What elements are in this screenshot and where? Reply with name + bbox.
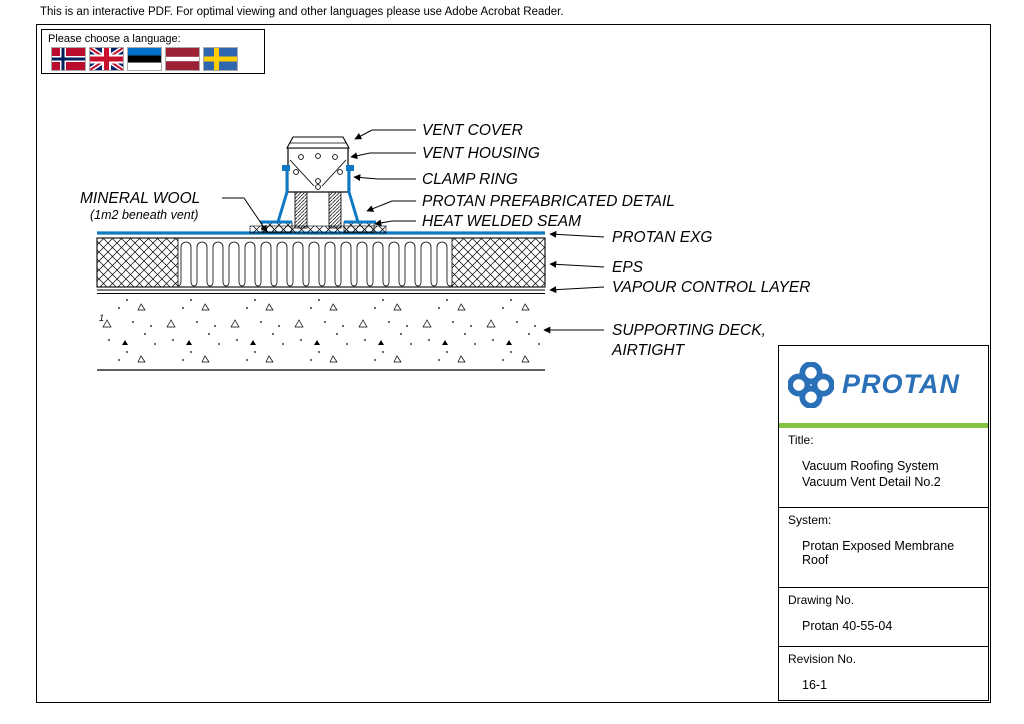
vent-assembly	[249, 136, 387, 234]
flag-row	[51, 47, 258, 71]
title-block: PROTAN Title: Vacuum Roofing System Vacu…	[778, 345, 989, 701]
estonia-flag-icon[interactable]	[127, 47, 162, 71]
vent-cover-leader	[354, 129, 416, 140]
latvia-flag-icon[interactable]	[165, 47, 200, 71]
page-frame	[36, 24, 991, 703]
language-chooser: Please choose a language:	[41, 29, 265, 74]
title-line1: Vacuum Roofing System	[802, 459, 939, 473]
language-prompt: Please choose a language:	[48, 33, 181, 45]
vent-housing-fasteners	[293, 153, 343, 184]
revision-label: Revision No.	[788, 652, 857, 666]
vent-cover-shape	[286, 136, 350, 149]
vent-funnel-lines	[289, 159, 347, 187]
drawing-labels: VENT COVER VENT HOUSING CLAMP RING PROTA…	[80, 122, 810, 359]
vapour-control-layer-lines	[97, 289, 545, 294]
label-clamp-ring: CLAMP RING	[422, 171, 518, 188]
revision-value: 16-1	[802, 678, 828, 692]
brand-name: PROTAN	[842, 369, 960, 399]
label-heat-welded-seam: HEAT WELDED SEAM	[422, 213, 581, 230]
clamp-ring-leader	[353, 174, 416, 182]
prefab-detail-leader	[366, 200, 416, 212]
drawing-no-label: Drawing No.	[788, 593, 855, 607]
mineral-wool-strip	[249, 225, 387, 234]
protan-logo-icon	[788, 361, 834, 408]
vent-leg-left	[294, 191, 308, 229]
system-value: Protan Exposed Membrane Roof	[802, 539, 955, 567]
clamp-ring-left	[282, 165, 290, 171]
norway-flag-icon[interactable]	[51, 47, 86, 71]
mineral-wool-right-block	[451, 237, 546, 288]
heat-welded-seam-leader	[374, 219, 416, 227]
title-label: Title:	[788, 433, 814, 447]
supporting-deck	[97, 296, 545, 368]
leader-lines	[222, 129, 605, 334]
revision-section: Revision No. 16-1	[779, 647, 988, 701]
roof-layers: 1	[96, 231, 546, 371]
eps-leader	[549, 260, 605, 268]
label-vapour-control-layer: VAPOUR CONTROL LAYER	[612, 279, 810, 296]
label-supporting-deck-1: SUPPORTING DECK,	[612, 322, 766, 339]
vapour-control-leader	[549, 286, 605, 294]
title-line2: Vacuum Vent Detail No.2	[802, 474, 941, 489]
clamp-ring-right	[346, 165, 354, 171]
prefab-membrane-blue	[260, 168, 376, 224]
label-supporting-deck-2: AIRTIGHT	[611, 342, 686, 359]
mineral-wool-leader	[222, 197, 268, 233]
label-vent-housing: VENT HOUSING	[422, 145, 540, 162]
green-accent-bar	[779, 423, 988, 428]
vent-housing-leader	[350, 152, 416, 160]
mineral-wool-left-block	[96, 237, 179, 288]
system-section: System: Protan Exposed Membrane Roof	[779, 508, 988, 588]
drawing-no-value: Protan 40-55-04	[802, 619, 893, 633]
deck-mark: 1	[99, 313, 104, 323]
label-protan-exg: PROTAN EXG	[612, 229, 712, 246]
sweden-flag-icon[interactable]	[203, 47, 238, 71]
drawing-no-section: Drawing No. Protan 40-55-04	[779, 588, 988, 647]
eps-layer	[178, 238, 452, 287]
label-prefab-detail: PROTAN PREFABRICATED DETAIL	[422, 193, 675, 210]
title-section: Title: Vacuum Roofing System Vacuum Vent…	[779, 428, 988, 508]
logo-section: PROTAN	[779, 346, 988, 423]
vent-funnel-outlet	[315, 184, 321, 190]
label-mineral-wool: MINERAL WOOL	[80, 190, 200, 207]
top-notice: This is an interactive PDF. For optimal …	[40, 6, 564, 18]
label-eps: EPS	[612, 259, 644, 276]
united-kingdom-flag-icon[interactable]	[89, 47, 124, 71]
protan-exg-leader	[549, 230, 605, 238]
system-label: System:	[788, 513, 832, 527]
label-vent-cover: VENT COVER	[422, 122, 523, 139]
label-mineral-wool-note: (1m2 beneath vent)	[90, 208, 198, 222]
vent-leg-right	[328, 191, 342, 229]
